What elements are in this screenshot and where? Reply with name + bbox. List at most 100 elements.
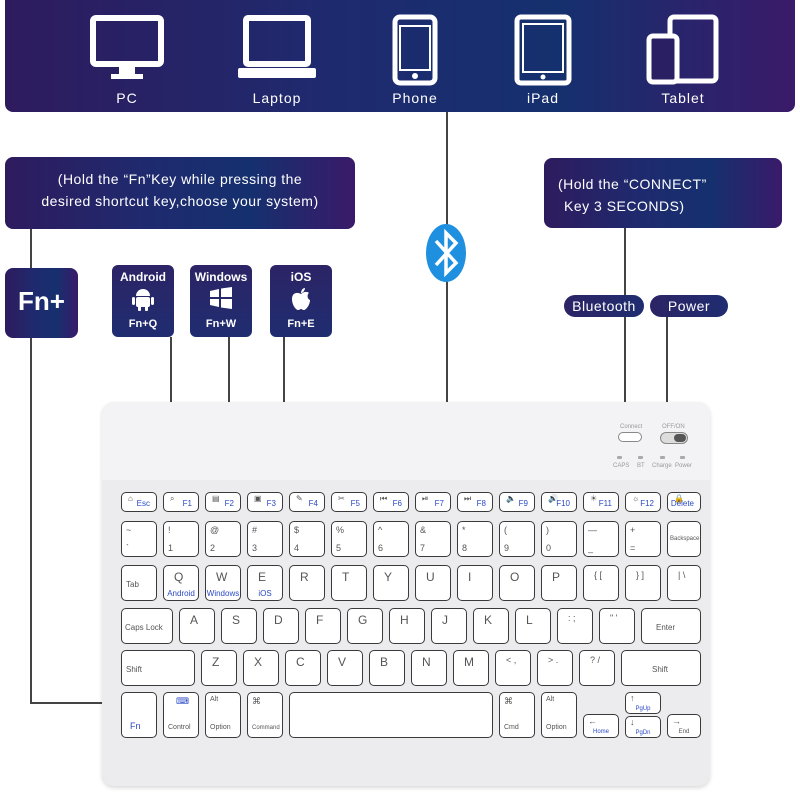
bluetooth-icon [426,224,466,282]
key-f1[interactable]: ⌕F1 [163,492,199,512]
key-u[interactable]: U [415,565,451,601]
key-6[interactable]: ^6 [373,521,409,557]
key-left-arrow[interactable]: ←Home [583,714,619,738]
os-tile-title: Android [120,270,166,284]
key-equals[interactable]: += [625,521,661,557]
key-tab[interactable]: Tab [121,565,157,601]
key-t[interactable]: T [331,565,367,601]
key-up-arrow[interactable]: ↑PgUp [625,692,661,714]
fn-connector-line-h [30,702,128,704]
key-i[interactable]: I [457,565,493,601]
key-z[interactable]: Z [201,650,237,686]
key-slash[interactable]: ? / [579,650,615,686]
device-label: Tablet [661,90,705,106]
connect-instruction-line1: (Hold the “CONNECT” [558,176,707,192]
key-5[interactable]: %5 [331,521,367,557]
key-down-arrow[interactable]: ↓PgDn [625,716,661,738]
key-f2[interactable]: ▤F2 [205,492,241,512]
windows-icon [210,287,232,309]
key-s[interactable]: S [221,608,257,644]
key-left-shift[interactable]: Shift [121,650,195,686]
key-f10[interactable]: 🔊F10 [541,492,577,512]
key-1[interactable]: !1 [163,521,199,557]
key-2[interactable]: @2 [205,521,241,557]
key-comma[interactable]: < , [495,650,531,686]
key-left-bracket[interactable]: { [ [583,565,619,601]
key-n[interactable]: N [411,650,447,686]
key-f3[interactable]: ▣F3 [247,492,283,512]
key-a[interactable]: A [179,608,215,644]
key-3[interactable]: #3 [247,521,283,557]
power-switch-label: OFF/ON [662,424,685,430]
key-delete[interactable]: 🔒Delete [667,492,701,512]
key-caps-lock[interactable]: Caps Lock [121,608,173,644]
key-h[interactable]: H [389,608,425,644]
key-f11[interactable]: ☀F11 [583,492,619,512]
tablet-icon [646,14,719,85]
key-right-bracket[interactable]: } ] [625,565,661,601]
key-9[interactable]: (9 [499,521,535,557]
os-tile-combo: Fn+Q [128,318,158,330]
key-c[interactable]: C [285,650,321,686]
connect-note-line [624,228,626,295]
key-control[interactable]: ⌨Control [163,692,199,738]
key-f5[interactable]: ✂F5 [331,492,367,512]
key-esc[interactable]: ⌂Esc [121,492,157,512]
key-semicolon[interactable]: : ; [557,608,593,644]
key-f4[interactable]: ✎F4 [289,492,325,512]
key-space[interactable] [289,692,493,738]
monitor-icon [90,15,164,79]
fn-tile: Fn+ [5,268,78,338]
key-right-shift[interactable]: Shift [621,650,701,686]
key-v[interactable]: V [327,650,363,686]
key-f8[interactable]: ⏭F8 [457,492,493,512]
key-fn[interactable]: Fn [121,692,157,738]
key-m[interactable]: M [453,650,489,686]
key-quote[interactable]: " ' [599,608,635,644]
led-label-caps: CAPS [613,463,630,469]
connect-button[interactable] [618,432,642,442]
key-7[interactable]: &7 [415,521,451,557]
power-led [680,456,685,459]
key-backtick[interactable]: ~` [121,521,157,557]
ipad-icon [514,14,572,86]
key-0[interactable]: )0 [541,521,577,557]
key-o[interactable]: O [499,565,535,601]
key-f12[interactable]: ☼F12 [625,492,661,512]
key-minus[interactable]: —_ [583,521,619,557]
key-right-command[interactable]: ⌘Cmd [499,692,535,738]
power-connector-line [666,317,668,435]
key-r[interactable]: R [289,565,325,601]
key-f[interactable]: F [305,608,341,644]
key-8[interactable]: *8 [457,521,493,557]
key-4[interactable]: $4 [289,521,325,557]
fn-connector-line [30,338,32,704]
key-d[interactable]: D [263,608,299,644]
key-left-command[interactable]: ⌘Command [247,692,283,738]
key-k[interactable]: K [473,608,509,644]
key-x[interactable]: X [243,650,279,686]
power-pill: Power [650,295,728,317]
key-enter[interactable]: Enter [641,608,701,644]
key-g[interactable]: G [347,608,383,644]
key-f9[interactable]: 🔈F9 [499,492,535,512]
phone-icon [392,14,438,86]
key-f7[interactable]: ⏯F7 [415,492,451,512]
key-y[interactable]: Y [373,565,409,601]
key-period[interactable]: > . [537,650,573,686]
key-j[interactable]: J [431,608,467,644]
power-switch[interactable] [660,432,688,444]
key-f6[interactable]: ⏮F6 [373,492,409,512]
key-right-arrow[interactable]: →End [667,714,701,738]
key-l[interactable]: L [515,608,551,644]
key-p[interactable]: P [541,565,577,601]
key-b[interactable]: B [369,650,405,686]
key-backslash[interactable]: | \ [667,565,701,601]
key-backspace[interactable]: Backspace [667,521,701,557]
device-laptop: Laptop [217,0,337,112]
